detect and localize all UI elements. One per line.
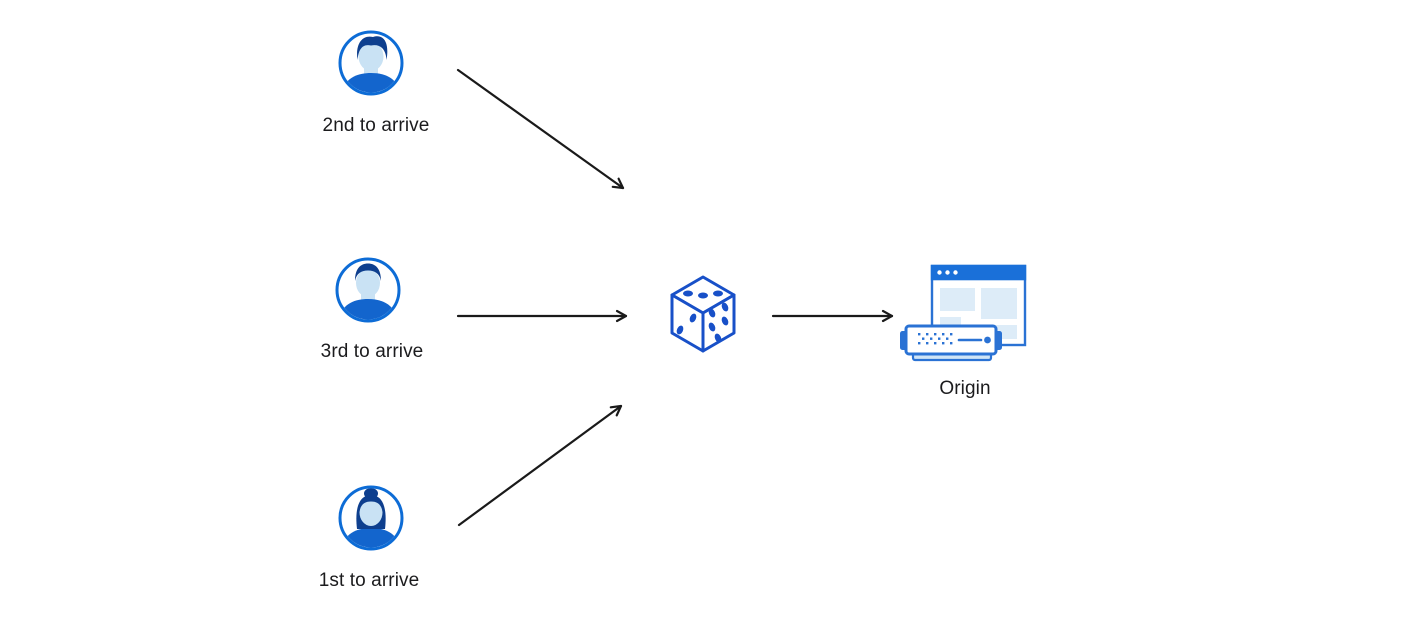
woman-avatar-icon bbox=[338, 485, 404, 551]
dice-node bbox=[668, 274, 738, 359]
client-label-2nd: 2nd to arrive bbox=[322, 115, 430, 136]
client-node-3rd bbox=[335, 257, 401, 328]
man-avatar-icon bbox=[338, 30, 404, 96]
arrow-client2-to-dice bbox=[456, 68, 625, 190]
man-avatar-icon bbox=[335, 257, 401, 323]
client-label-3rd: 3rd to arrive bbox=[320, 341, 424, 362]
client-node-2nd bbox=[338, 30, 404, 101]
origin-label: Origin bbox=[939, 378, 991, 399]
client-label-1st: 1st to arrive bbox=[318, 570, 420, 591]
origin-node bbox=[897, 263, 1029, 370]
arrow-client1-to-dice bbox=[457, 404, 623, 527]
client-node-1st bbox=[338, 485, 404, 556]
server-icon bbox=[900, 324, 1002, 362]
dice-icon bbox=[670, 275, 736, 353]
